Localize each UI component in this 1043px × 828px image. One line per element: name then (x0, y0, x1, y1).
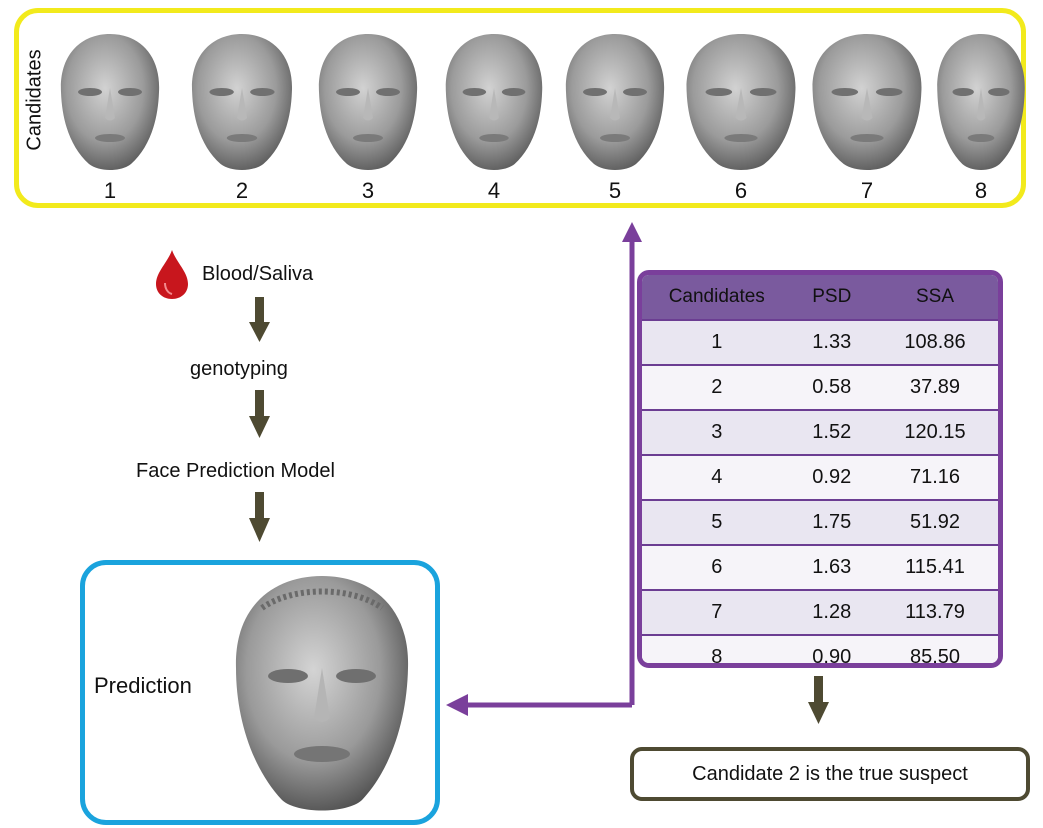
cell-ssa: 113.79 (872, 590, 998, 635)
table-header-row: Candidates PSD SSA (642, 275, 998, 320)
cell-psd: 0.58 (792, 365, 872, 410)
cell-ssa: 71.16 (872, 455, 998, 500)
cell-ssa: 51.92 (872, 500, 998, 545)
cell-psd: 0.92 (792, 455, 872, 500)
prediction-label: Prediction (94, 673, 192, 699)
purple-arrowhead-left (446, 694, 468, 716)
blood-drop-icon (156, 250, 188, 299)
cell-ssa: 85.50 (872, 635, 998, 668)
cell-psd: 1.52 (792, 410, 872, 455)
table-row: 40.9271.16 (642, 455, 998, 500)
cell-psd: 1.75 (792, 500, 872, 545)
score-table-panel: Candidates PSD SSA 11.33108.8620.5837.89… (637, 270, 1003, 668)
cell-candidate: 7 (642, 590, 792, 635)
table-row: 31.52120.15 (642, 410, 998, 455)
header-candidates: Candidates (642, 275, 792, 320)
table-row: 11.33108.86 (642, 320, 998, 365)
cell-psd: 1.63 (792, 545, 872, 590)
down-arrow-4 (808, 676, 829, 724)
down-arrow-1 (249, 297, 270, 342)
cell-psd: 0.90 (792, 635, 872, 668)
table-row: 80.9085.50 (642, 635, 998, 668)
cell-ssa: 115.41 (872, 545, 998, 590)
cell-ssa: 120.15 (872, 410, 998, 455)
cell-candidate: 5 (642, 500, 792, 545)
cell-psd: 1.28 (792, 590, 872, 635)
face-prediction-model-label: Face Prediction Model (136, 460, 335, 483)
table-row: 71.28113.79 (642, 590, 998, 635)
cell-psd: 1.33 (792, 320, 872, 365)
cell-candidate: 1 (642, 320, 792, 365)
down-arrow-2 (249, 390, 270, 438)
header-ssa: SSA (872, 275, 998, 320)
header-psd: PSD (792, 275, 872, 320)
table-row: 61.63115.41 (642, 545, 998, 590)
cell-ssa: 37.89 (872, 365, 998, 410)
down-arrow-3 (249, 492, 270, 542)
conclusion-text: Candidate 2 is the true suspect (692, 763, 968, 786)
blood-saliva-label: Blood/Saliva (202, 263, 313, 286)
cell-candidate: 6 (642, 545, 792, 590)
table-row: 20.5837.89 (642, 365, 998, 410)
cell-ssa: 108.86 (872, 320, 998, 365)
purple-arrowhead-up (622, 222, 642, 242)
conclusion-box: Candidate 2 is the true suspect (630, 747, 1030, 801)
predicted-face-image (222, 568, 422, 820)
cell-candidate: 2 (642, 365, 792, 410)
cell-candidate: 8 (642, 635, 792, 668)
cell-candidate: 4 (642, 455, 792, 500)
genotyping-label: genotyping (190, 358, 288, 381)
table-row: 51.7551.92 (642, 500, 998, 545)
cell-candidate: 3 (642, 410, 792, 455)
score-table: Candidates PSD SSA 11.33108.8620.5837.89… (642, 275, 998, 668)
